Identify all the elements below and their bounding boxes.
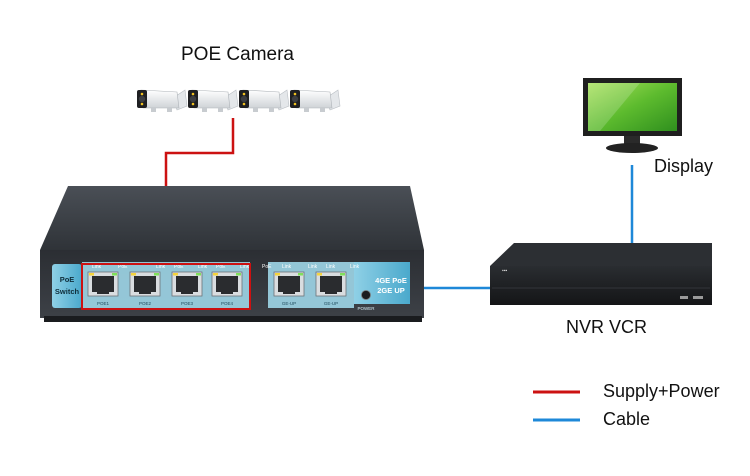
legend-label-supply: Supply+Power	[603, 381, 720, 401]
poe-port-icon	[87, 271, 119, 297]
legend-label-cable: Cable	[603, 409, 651, 429]
poe-camera-icon	[290, 89, 341, 112]
uplink-port-icon	[273, 271, 305, 297]
switch-badge-line1: PoE	[60, 275, 75, 284]
legend	[533, 390, 580, 422]
port-top-label: Link	[240, 264, 250, 270]
poe-camera-icon	[188, 89, 239, 112]
port-top-label: PoE	[174, 264, 184, 270]
camera-label: POE Camera	[181, 44, 294, 65]
svg-text:▪▪▪: ▪▪▪	[502, 268, 508, 274]
port-top-label: Link	[326, 264, 336, 270]
power-button-icon	[361, 290, 371, 300]
poe-port-caption: POE4	[221, 301, 234, 306]
display-monitor-icon	[583, 78, 682, 153]
poe-camera-icon	[239, 89, 290, 112]
switch-badge	[52, 264, 82, 308]
poe-port-icon	[171, 271, 203, 297]
port-top-label: PoE	[118, 264, 128, 270]
port-top-label: Link	[308, 264, 318, 270]
poe-port-caption: POE1	[97, 301, 110, 306]
poe-port-caption: POE3	[181, 301, 194, 306]
display-label: Display	[654, 156, 714, 176]
uplink-port-caption: GE-UP	[324, 301, 338, 306]
nvr-label: NVR VCR	[566, 317, 648, 337]
port-top-label: Link	[92, 264, 102, 270]
port-top-label: Link	[350, 264, 360, 270]
port-top-label: PoE	[262, 264, 272, 270]
poe-ports-highlight	[81, 263, 251, 310]
poe-port-icon	[129, 271, 161, 297]
poe-port-icon	[211, 271, 243, 297]
switch-side-line2: 2GE UP	[377, 286, 405, 295]
nvr-recorder: ▪▪▪	[490, 243, 712, 305]
switch-badge-line2: Switch	[55, 287, 80, 296]
port-top-label: Link	[282, 264, 292, 270]
poe-camera-icon	[137, 89, 188, 112]
power-caption: POWER	[357, 306, 375, 311]
switch-top-face	[40, 186, 424, 250]
port-top-label: PoE	[216, 264, 226, 270]
port-top-label: Link	[198, 264, 208, 270]
uplink-port-icon	[315, 271, 347, 297]
port-top-label: Link	[156, 264, 166, 270]
poe-port-caption: POE2	[139, 301, 152, 306]
switch-ports: Link PoE Link PoE Link PoE Link PoE Link Link Link…	[87, 264, 360, 306]
uplink-port-caption: GE-UP	[282, 301, 296, 306]
switch-side-line1: 4GE PoE	[375, 276, 407, 285]
poe-camera-group	[137, 89, 341, 112]
